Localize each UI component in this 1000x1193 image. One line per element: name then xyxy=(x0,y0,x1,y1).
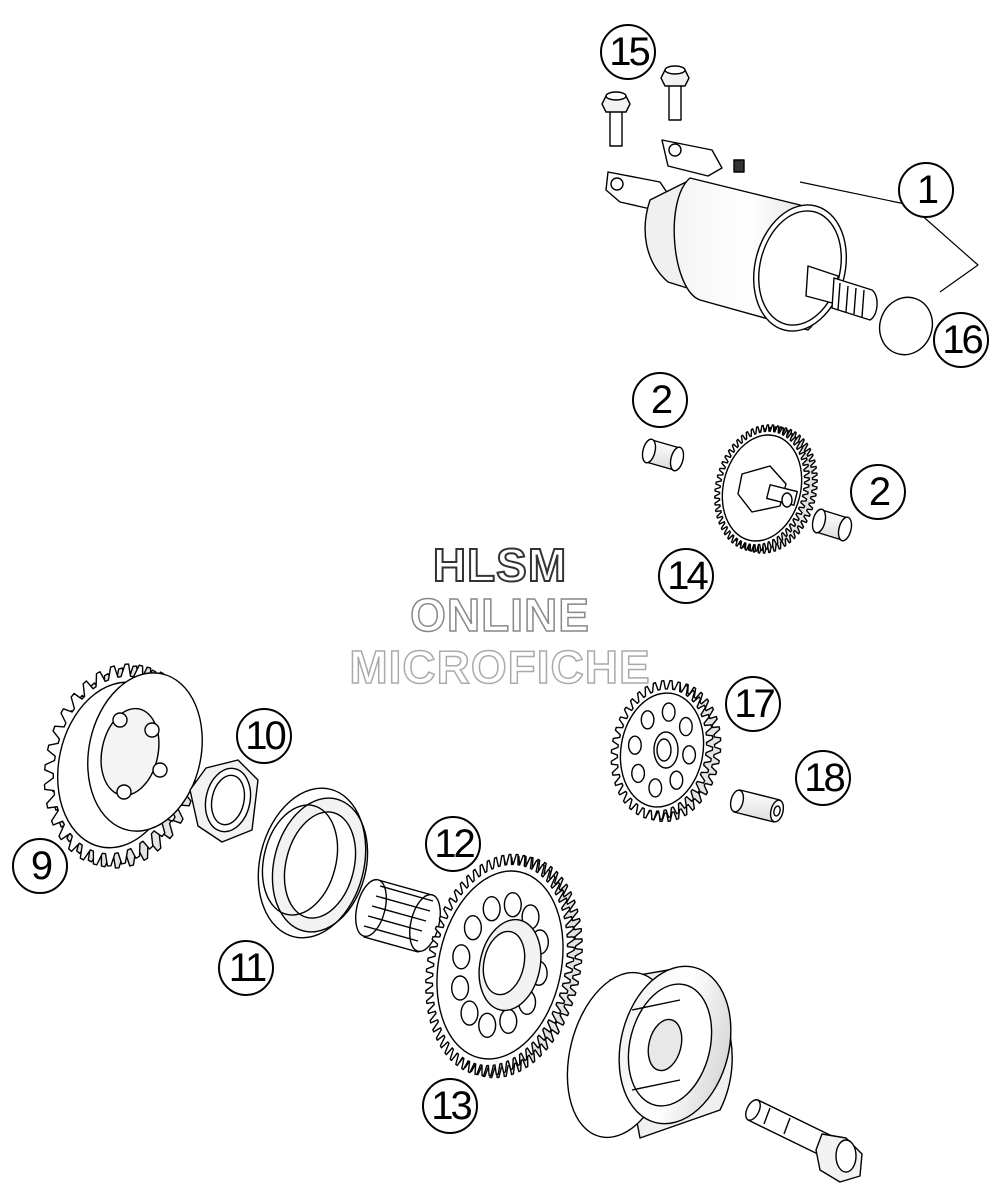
callout-ring xyxy=(725,676,781,732)
callout-number: 11 xyxy=(228,946,268,990)
idler-gear-14-hub xyxy=(737,465,798,513)
gear-hole xyxy=(648,778,663,798)
gear-17-hub xyxy=(653,731,679,769)
gear-hole xyxy=(452,944,471,970)
gear-hole xyxy=(460,1000,479,1026)
callout-ring xyxy=(422,1078,478,1134)
gear-hole xyxy=(640,710,655,730)
o-ring-16 xyxy=(878,296,934,356)
gear-hole xyxy=(631,763,646,784)
callout-ring xyxy=(795,750,851,806)
bushing-18 xyxy=(729,789,785,823)
callout-ring xyxy=(12,838,68,894)
callout-16: 16 xyxy=(933,312,989,368)
gear-hole xyxy=(661,702,676,722)
flywheel-rotor xyxy=(566,965,733,1139)
callout-2-left: 2 xyxy=(632,372,688,428)
callout-number: 18 xyxy=(804,756,846,800)
callout-17: 17 xyxy=(725,676,781,732)
callout-number: 16 xyxy=(942,318,984,362)
callout-11: 11 xyxy=(218,940,274,996)
gear-hole xyxy=(463,915,482,941)
needle-bearing-2-right xyxy=(811,508,853,542)
callout-number: 14 xyxy=(667,554,709,598)
callout-ring xyxy=(600,24,656,80)
nut-10 xyxy=(189,759,259,843)
callout-number: 13 xyxy=(431,1084,473,1128)
callout-ring xyxy=(218,940,274,996)
callout-15: 15 xyxy=(600,24,656,80)
callout-number: 15 xyxy=(609,30,651,74)
callout-number: 12 xyxy=(434,822,476,866)
needle-bearing-2-left xyxy=(641,438,685,472)
bearing-ring-11 xyxy=(257,787,369,939)
callout-9: 9 xyxy=(12,838,68,894)
gear-hole xyxy=(482,896,501,922)
starter-gear-13-hub xyxy=(478,918,542,1012)
starter-motor-1 xyxy=(605,139,979,332)
callout-13: 13 xyxy=(422,1078,478,1134)
callout-number: 2 xyxy=(650,378,673,422)
gear-hole xyxy=(627,735,642,755)
gear-hole xyxy=(478,1012,497,1039)
callout-ring xyxy=(898,162,954,218)
gear-hole xyxy=(503,892,522,918)
watermark-line-3: MICROFICHE xyxy=(349,640,651,694)
callout-number: 10 xyxy=(245,714,287,758)
callout-18: 18 xyxy=(795,750,851,806)
callout-ring xyxy=(658,548,714,604)
callout-ring xyxy=(236,708,292,764)
callout-number: 9 xyxy=(30,844,53,888)
callout-number: 2 xyxy=(868,470,891,514)
gear-hole xyxy=(678,716,693,737)
bolt-15-left xyxy=(601,91,631,147)
callout-ring xyxy=(933,312,989,368)
callout-10: 10 xyxy=(236,708,292,764)
callout-number: 17 xyxy=(734,682,776,726)
callout-ring xyxy=(425,816,481,872)
watermark-line-2: ONLINE xyxy=(409,588,590,642)
callout-number: 1 xyxy=(916,168,939,212)
callout-ring xyxy=(850,464,906,520)
watermark-line-1: HLSM xyxy=(432,538,568,592)
gear-hole xyxy=(451,975,470,1001)
callout-12: 12 xyxy=(425,816,481,872)
callout-14: 14 xyxy=(658,548,714,604)
gear-hole xyxy=(669,770,684,790)
gear-hole xyxy=(682,745,697,765)
flywheel-bolt xyxy=(745,1099,863,1183)
needle-bearing-12 xyxy=(355,878,441,953)
callout-1: 1 xyxy=(898,162,954,218)
callout-ring xyxy=(632,372,688,428)
freewheel-gear-9-hub xyxy=(87,672,203,832)
callout-2-right: 2 xyxy=(850,464,906,520)
bolt-15-right xyxy=(660,65,690,121)
